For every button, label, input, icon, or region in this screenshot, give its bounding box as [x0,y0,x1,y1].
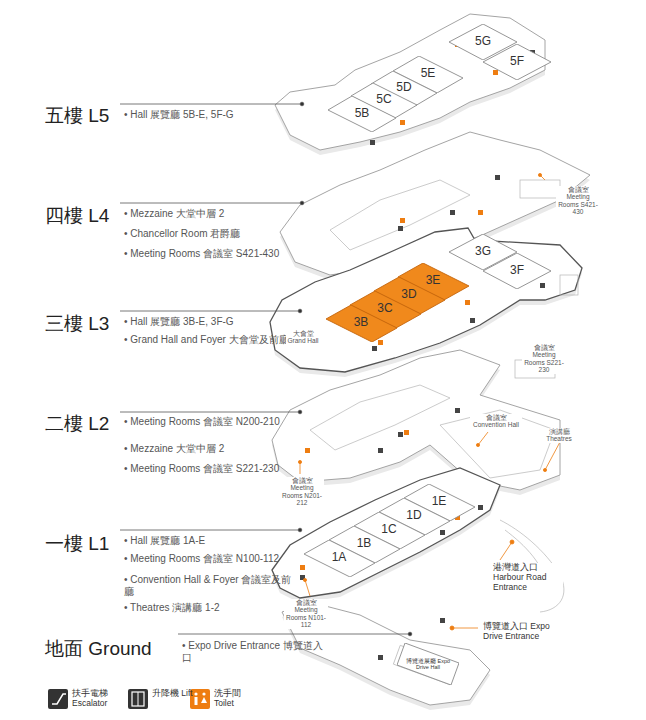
hall-box-small: 博覽道展廳 Expo Drive Hall [397,643,459,685]
hall-name: 1A [304,540,375,577]
hall-shape [483,253,551,289]
room-label: 會議室 Meeting Rooms S421-430 [556,186,600,216]
hall-name: 博覽道展廳 Expo Drive Hall [397,643,459,685]
hall-name: 5F [483,44,551,80]
room-label: 會議室 Convention Hall [470,414,522,429]
floor-item: • Grand Hall and Foyer 大會堂及前廳 [124,334,289,346]
floor-heading: 三樓 L3 [45,313,109,335]
hall-box: 5F [483,44,551,80]
floor-heading: 五樓 L5 [45,105,109,127]
entrance-label: 博覽道入口 Expo Drive Entrance [483,622,553,642]
room-label: 會議室 Meeting Rooms S221-230 [522,344,566,374]
floor-item: • Mezzaine 大堂中層 2 [124,208,224,220]
hall-name: 3B [326,305,397,342]
floor-item: • Hall 展覽廳 5B-E, 5F-G [124,109,234,121]
floor-item: • Meeting Rooms 會議室 S221-230 [124,463,279,475]
floor-item: • Theatres 演講廳 1-2 [124,602,220,614]
hall-shape [483,44,551,80]
floor-item: • Chancellor Room 君爵廳 [124,228,240,240]
floor-item: • Meeting Rooms 會議室 N100-112 [124,553,279,565]
floor-item: • Convention Hall & Foyer 會議室及前廳 [124,574,299,597]
legend-text: 扶手電梯 Escalator [72,689,118,709]
floor-heading: 四樓 L4 [45,205,109,227]
hall-box-highlight: 3B [326,305,397,342]
room-label: 演講廳 Theatres [541,428,577,443]
hall-box: 3F [483,253,551,289]
hall-shape [304,540,375,577]
floor-item: • Hall 展覽廳 1A-E [124,535,205,547]
floor-item: • Expo Drive Entrance 博覽道入口 [182,640,332,663]
floor-item: • Meeting Rooms 會議室 S421-430 [124,248,279,260]
floor-item: • Mezzaine 大堂中層 2 [124,443,224,455]
floor-item: • Meeting Rooms 會議室 N200-210 [124,416,280,428]
hall-name: 5B [328,96,396,132]
floor-heading: 地面 Ground [45,638,152,660]
hall-shape [328,96,396,132]
hall-box: 1A [304,540,375,577]
floor-heading: 二樓 L2 [45,413,109,435]
floor-item: • Hall 展覽廳 3B-E, 3F-G [124,316,234,328]
hall-shape [397,643,459,685]
room-label: 會議室 Meeting Rooms N201-212 [280,477,324,507]
hall-name: 3F [483,253,551,289]
legend-text: 升降機 Lift [152,689,193,699]
entrance-label: 港灣道入口 Harbour Road Entrance [493,563,563,592]
hall-box: 5B [328,96,396,132]
room-label: 會議室 Meeting Rooms N101-112 [284,599,328,629]
hall-shape [326,305,397,342]
floor-heading: 一樓 L1 [45,533,109,555]
legend-text: 洗手間 Toilet [214,689,260,709]
room-label: 大會堂 Grand Hall [286,330,320,345]
